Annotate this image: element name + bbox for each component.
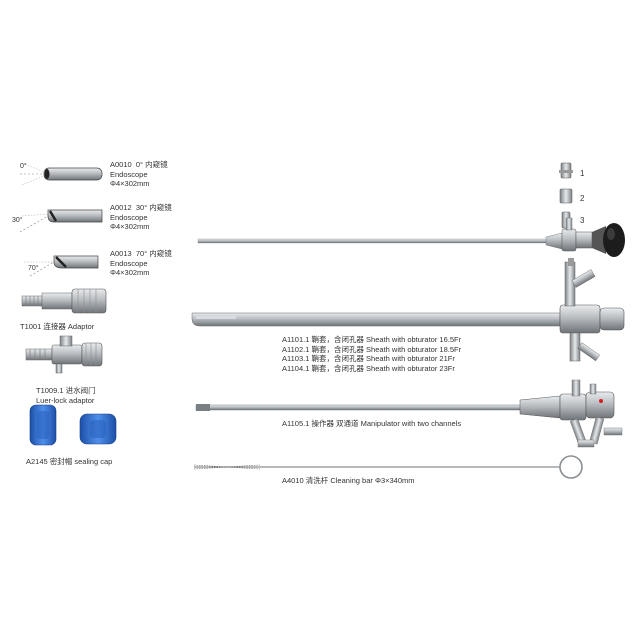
- endoscope-a0013-label: A0013 70° 内窥镜 Endoscope Φ4×302mm: [110, 249, 172, 277]
- luer-lock-adaptor-label: T1009.1 进水阀门 Luer-lock adaptor: [36, 386, 96, 405]
- tip-diagram-70-degree: [24, 255, 99, 277]
- tip-angle-mark-30: 30°: [12, 217, 23, 224]
- tip-angle-mark-0: 0°: [20, 163, 27, 170]
- cleaning-bar-image: [193, 455, 583, 479]
- endoscope-image: [197, 217, 625, 257]
- part-1-image: [559, 162, 573, 179]
- sheath-item: A1102.1 鞘套，含闭孔器 Sheath with obturator 18…: [282, 344, 462, 354]
- sheath-item: A1103.1 鞘套，含闭孔器 Sheath with obturator 21…: [282, 354, 455, 363]
- tip-angle-mark-70: 70°: [28, 265, 39, 272]
- part-2-image: [559, 188, 573, 204]
- endoscope-a0010-label: A0010 0° 内窥镜 Endoscope Φ4×302mm: [110, 160, 168, 188]
- manipulator-label: A1105.1 操作器 双通道 Manipulator with two cha…: [282, 419, 462, 428]
- part-number-3: 3: [580, 216, 585, 225]
- tip-diagram-0-degree: [20, 162, 103, 186]
- part-number-2: 2: [580, 194, 585, 203]
- sealing-cap-a2145-image: [29, 404, 117, 446]
- sheath-item: A1101.1 鞘套，含闭孔器 Sheath with obturator 16…: [282, 335, 462, 344]
- sheath-list: A1101.1 鞘套，含闭孔器 Sheath with obturator 16…: [282, 335, 461, 373]
- part-number-1: 1: [580, 169, 585, 178]
- sealing-cap-label: A2145 密封帽 sealing cap: [26, 457, 113, 466]
- sheath-image: [191, 258, 625, 362]
- adaptor-t1001-label: T1001 连接器 Adaptor: [20, 322, 95, 331]
- manipulator-image: [195, 379, 623, 448]
- endoscope-a0012-label: A0012 30° 内窥镜 Endoscope Φ4×302mm: [110, 203, 172, 231]
- adaptor-t1001-image: [21, 288, 107, 314]
- luer-lock-adaptor-t1009-image: [25, 335, 103, 374]
- cleaning-bar-label: A4010 清洗杆 Cleaning bar Φ3×340mm: [282, 476, 415, 485]
- tip-diagram-30-degree: [19, 209, 103, 233]
- sheath-item: A1104.1 鞘套，含闭孔器 Sheath with obturator 23…: [282, 363, 455, 373]
